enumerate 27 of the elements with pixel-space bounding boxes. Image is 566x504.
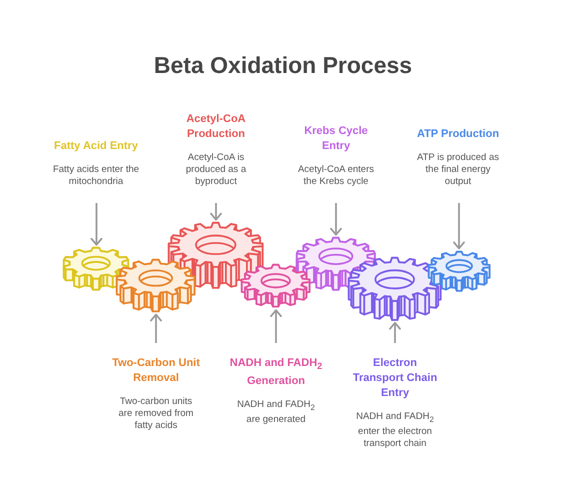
step-description: NADH and FADH$_{2}$ enter the electron transport chain [356, 411, 434, 450]
arrow [150, 314, 162, 343]
gear-icon [167, 221, 265, 290]
arrow [90, 203, 102, 246]
step-heading: NADH and FADH$_{2}$ Generation [229, 356, 323, 390]
step-heading: Krebs Cycle Entry [304, 124, 368, 154]
step-description: Two-carbon units are removed from fatty acids [118, 396, 194, 432]
step-description: ATP is produced as the final energy output [416, 152, 500, 188]
step-description: Acetyl-CoA is produced as a byproduct [185, 152, 247, 188]
gear-icon [426, 250, 492, 293]
step-heading: Electron Transport Chain Entry [352, 356, 438, 401]
step-heading: Two-Carbon Unit Removal [112, 356, 200, 386]
arrow [389, 322, 401, 343]
step-description: NADH and FADH$_{2}$ are generated [236, 399, 316, 426]
diagram-title: Beta Oxidation Process [154, 51, 412, 79]
arrow [453, 203, 465, 250]
gear-icon [347, 256, 443, 322]
step-heading: Fatty Acid Entry [54, 139, 138, 154]
step-description: Fatty acids enter the mitochondria [52, 164, 140, 188]
gear-icon [115, 258, 197, 314]
step-heading: Acetyl-CoA Production [186, 112, 246, 142]
arrow [330, 203, 342, 236]
step-heading: ATP Production [416, 127, 500, 142]
gear-icon [240, 263, 312, 309]
step-description: Acetyl-CoA enters the Krebs cycle [297, 164, 375, 188]
arrow [210, 203, 222, 221]
arrow [270, 309, 282, 343]
